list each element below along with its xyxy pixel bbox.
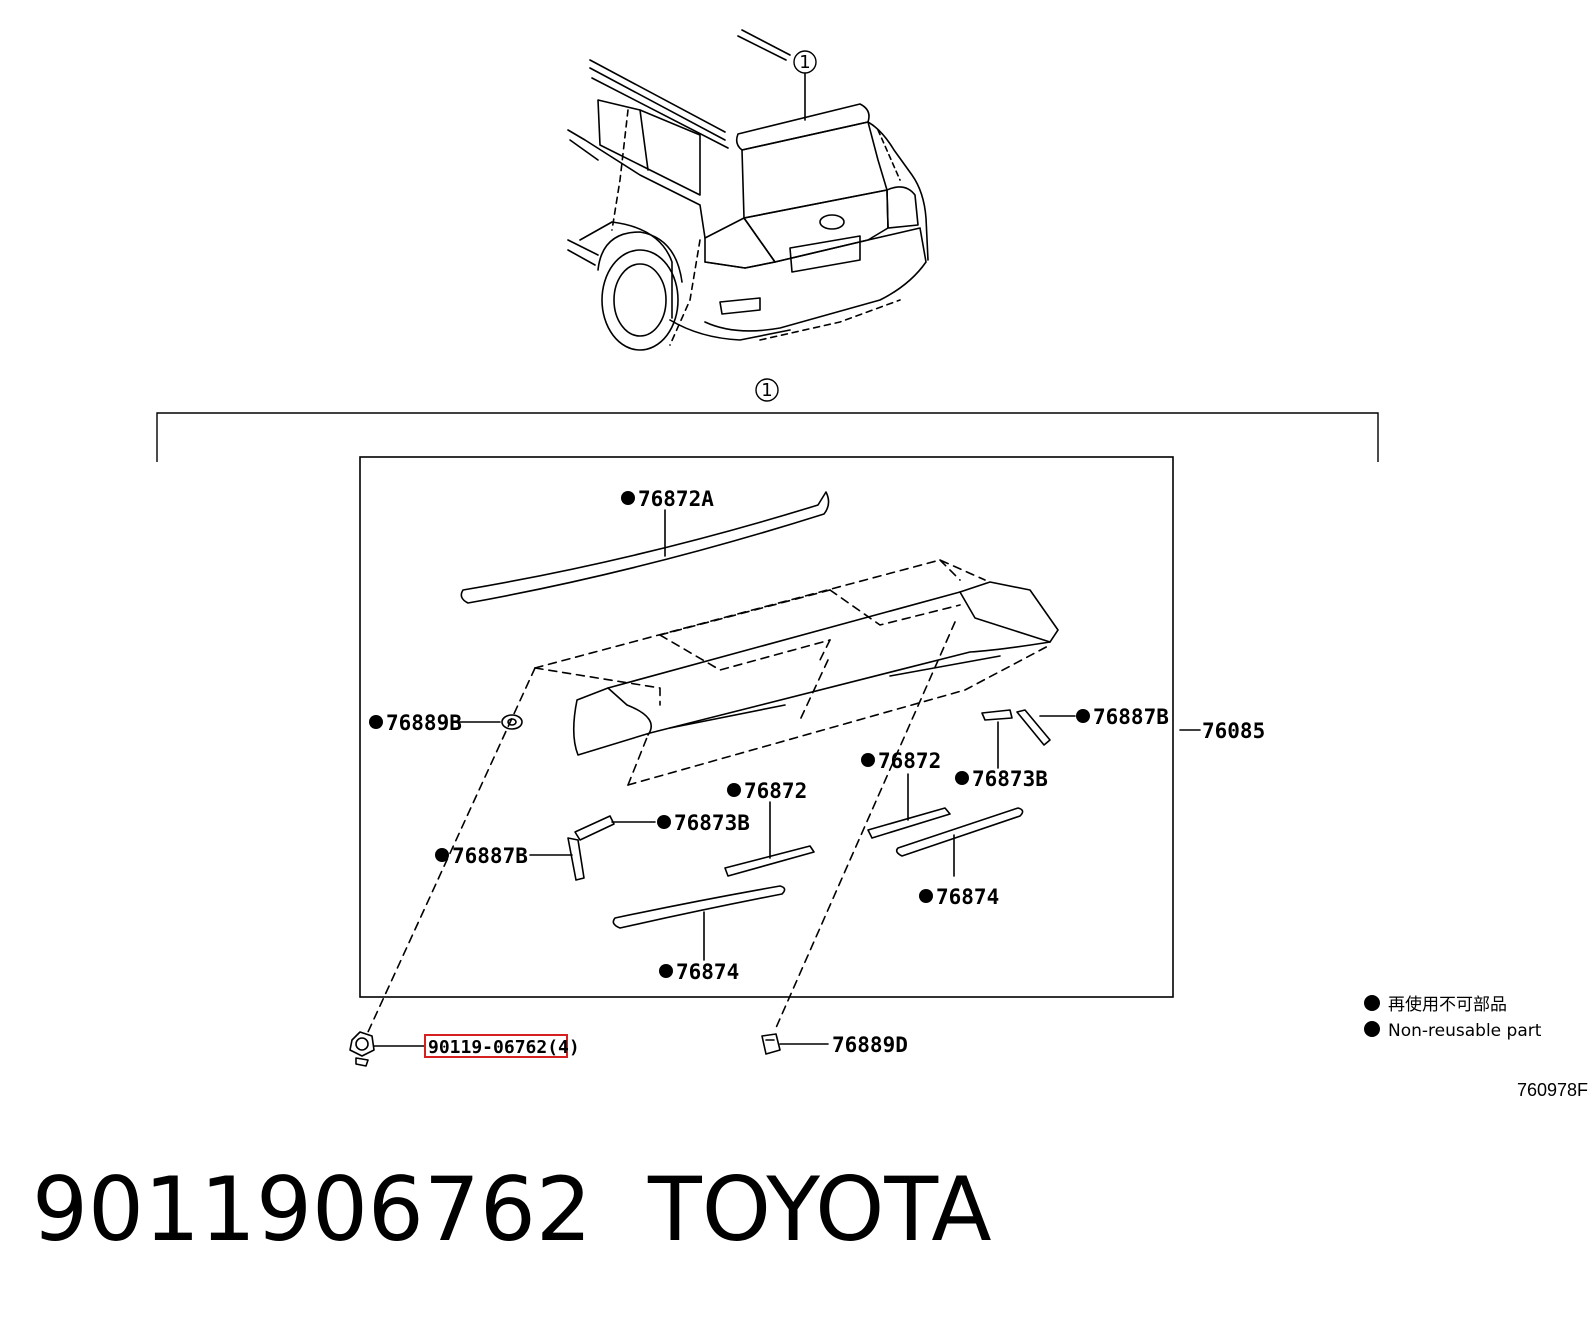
legend-en: Non-reusable part	[1388, 1021, 1542, 1041]
label-76874-right: 76874	[936, 885, 999, 909]
footer-brand: TOYOTA	[647, 1158, 992, 1261]
callout-number: 1	[799, 52, 810, 73]
label-76873B-right: 76873B	[972, 767, 1048, 791]
label-76872-left: 76872	[744, 779, 807, 803]
label-76889B: 76889B	[386, 711, 462, 735]
callout-number: 1	[761, 380, 772, 401]
parts-drawing	[349, 491, 1201, 1067]
label-76889D: 76889D	[832, 1033, 908, 1057]
footer-part-number: 9011906762	[32, 1158, 592, 1261]
vehicle-illustration	[567, 29, 929, 351]
label-76085: 76085	[1202, 719, 1265, 743]
assembly-frame	[359, 456, 1174, 998]
label-76872A: 76872A	[638, 487, 714, 511]
legend-jp: 再使用不可部品	[1388, 994, 1507, 1015]
assembly-bracket	[156, 412, 1379, 462]
label-76872-right: 76872	[878, 749, 941, 773]
label-76887B-right: 76887B	[1093, 705, 1169, 729]
label-76873B-left: 76873B	[674, 811, 750, 835]
part-labels: 76872A 76889B 76887B 76085 76872 76873B …	[369, 487, 1265, 1058]
assembly-callout: 1	[755, 378, 779, 402]
vehicle-callout: 1	[793, 50, 817, 74]
highlight-box	[424, 1034, 568, 1058]
label-76874-left: 76874	[676, 960, 739, 984]
label-90119-06762: 90119-06762(4)	[428, 1037, 580, 1058]
label-76887B-left: 76887B	[452, 844, 528, 868]
figure-code: 760978F	[1517, 1080, 1588, 1100]
legend: 再使用不可部品 Non-reusable part	[1364, 994, 1542, 1041]
